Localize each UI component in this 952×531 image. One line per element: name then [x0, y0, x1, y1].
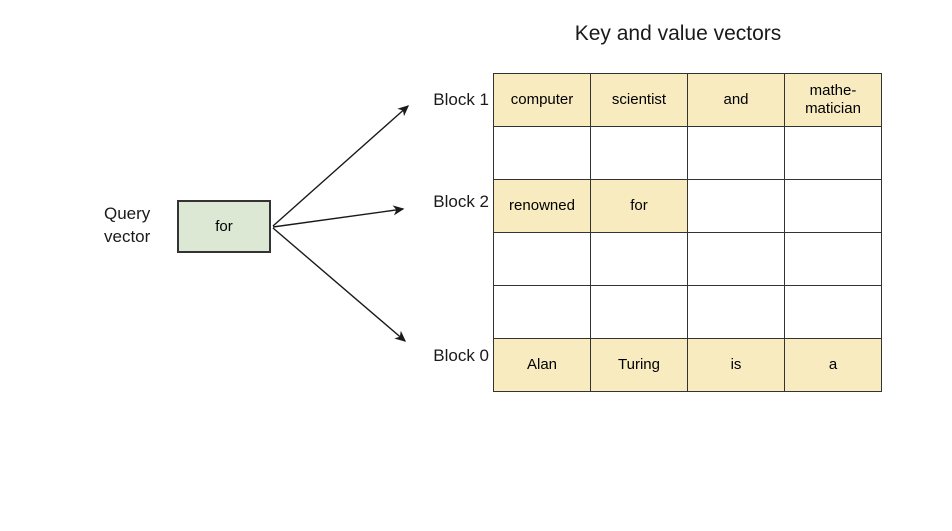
table-row-empty: [493, 126, 882, 180]
block-0-label: Block 0: [433, 346, 489, 365]
cell: [687, 232, 785, 286]
cell: [687, 179, 785, 233]
cell: for: [590, 179, 688, 233]
table-row-block-0: Alan Turing is a: [493, 338, 882, 392]
cell: [784, 179, 882, 233]
cell: a: [784, 338, 882, 392]
query-vector-box: for: [177, 200, 271, 253]
cell: and: [687, 73, 785, 127]
table-row-empty: [493, 232, 882, 286]
block-1-label: Block 1: [433, 90, 489, 109]
table-row-block-2: renowned for: [493, 179, 882, 233]
cell: [590, 285, 688, 339]
cell: [493, 285, 591, 339]
table-row-empty: [493, 285, 882, 339]
query-vector-label-line1: Query: [104, 204, 151, 223]
query-vector-label-line2: vector: [104, 227, 151, 246]
cell: [687, 126, 785, 180]
table-title: Key and value vectors: [574, 22, 782, 45]
cell: Turing: [590, 338, 688, 392]
cell: [590, 126, 688, 180]
arrow-to-block-0: [272, 227, 407, 342]
table-row-block-1: computer scientist and mathe-matician: [493, 73, 882, 127]
key-value-table: computer scientist and mathe-matician re…: [493, 73, 882, 392]
cell: scientist: [590, 73, 688, 127]
cell: mathe-matician: [784, 73, 882, 127]
cell: [784, 126, 882, 180]
cell: [687, 285, 785, 339]
block-2-label: Block 2: [433, 192, 489, 211]
cell: [784, 232, 882, 286]
cell: renowned: [493, 179, 591, 233]
query-vector-value: for: [215, 218, 233, 235]
cell: [493, 232, 591, 286]
cell: [590, 232, 688, 286]
cell: [493, 126, 591, 180]
cell: computer: [493, 73, 591, 127]
cell: Alan: [493, 338, 591, 392]
cell: [784, 285, 882, 339]
query-vector-label: Query vector: [104, 202, 150, 248]
cell: is: [687, 338, 785, 392]
